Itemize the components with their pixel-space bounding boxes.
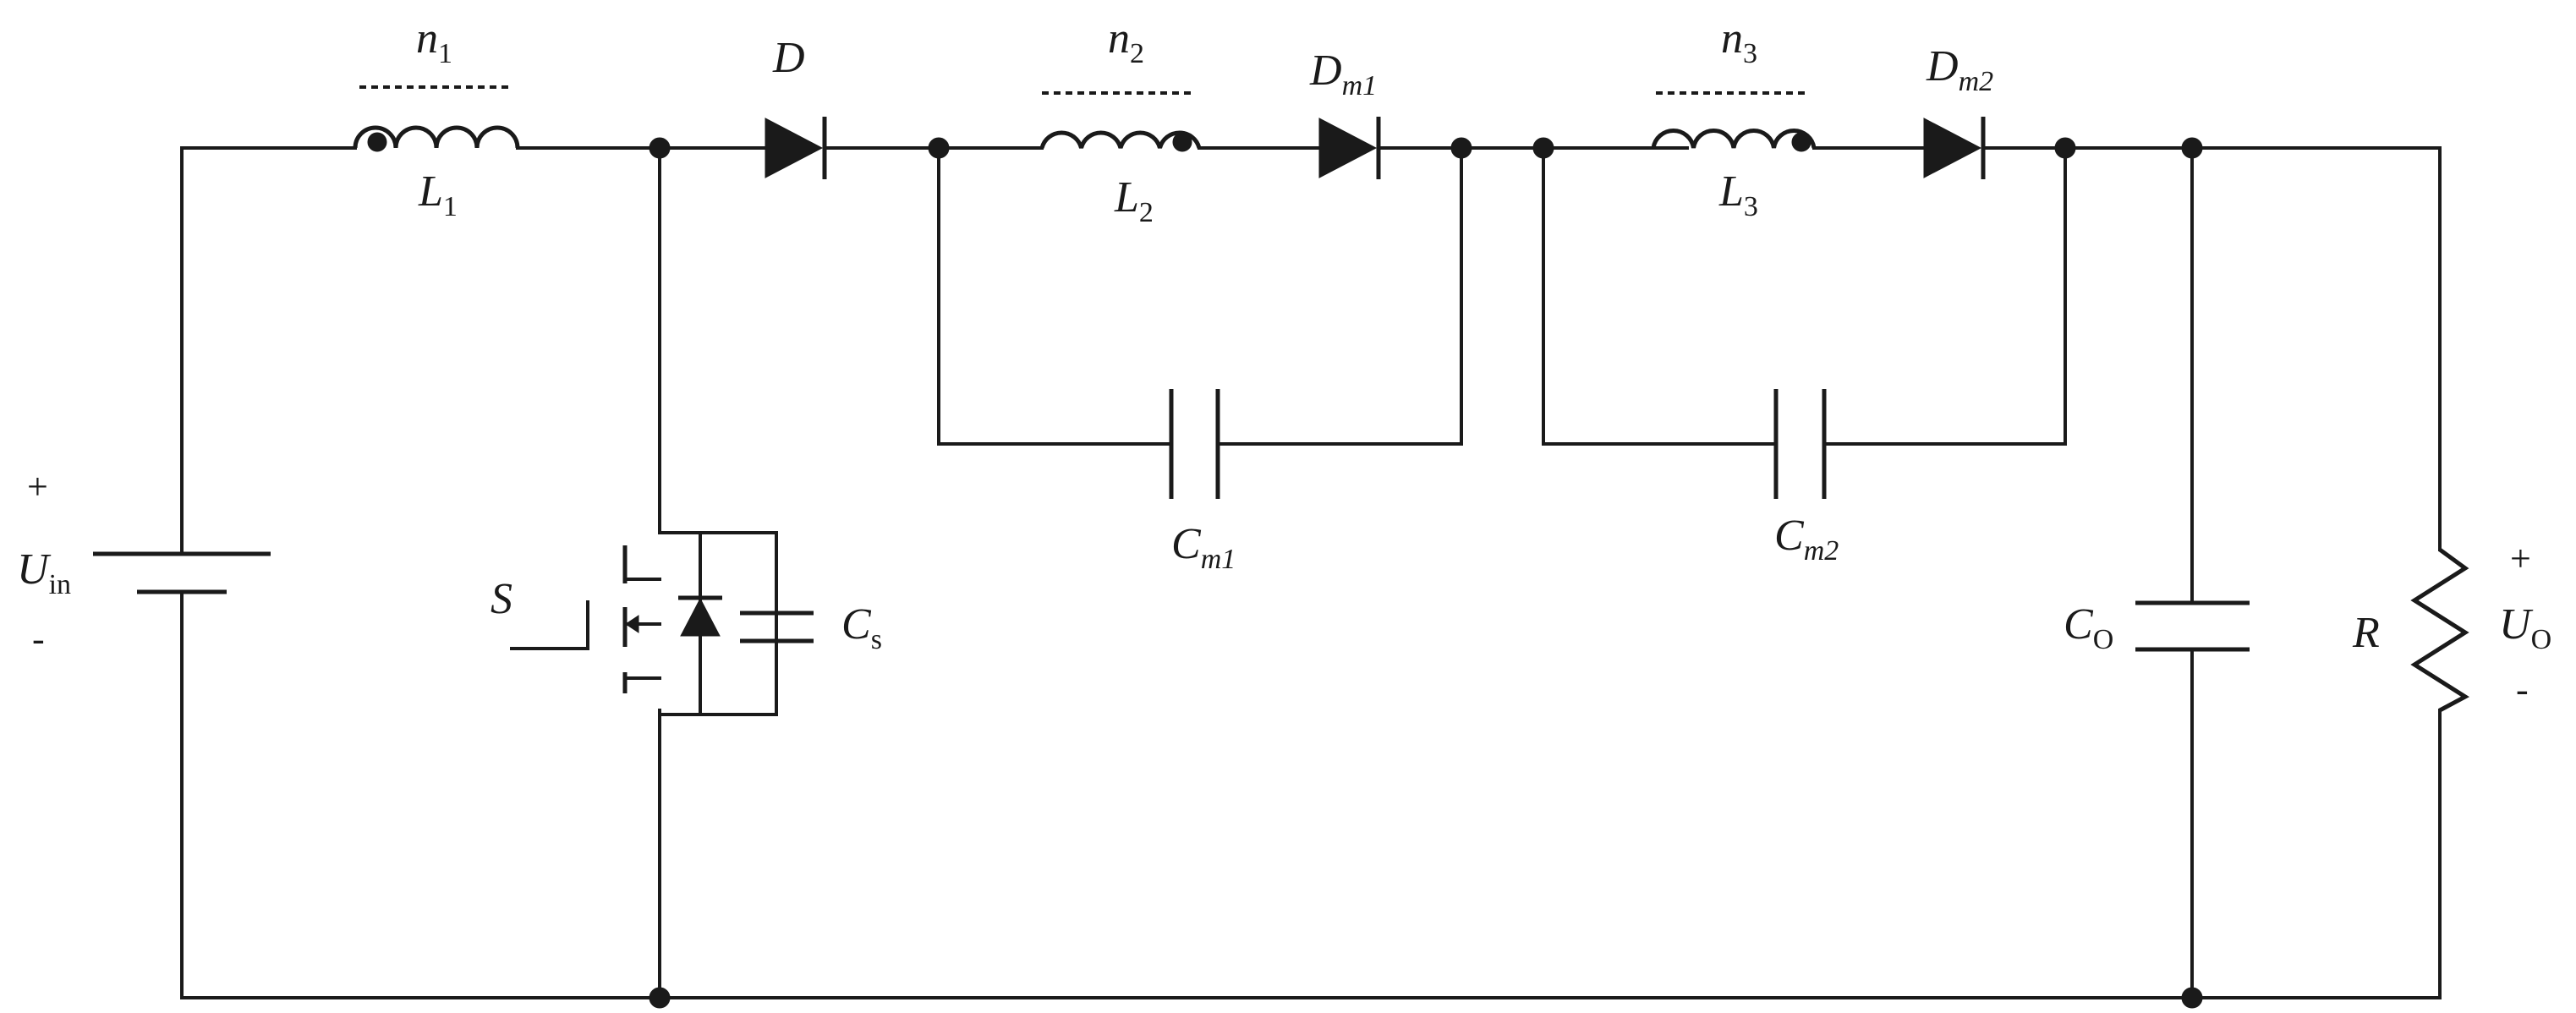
capacitor-Co (2135, 600, 2250, 652)
wires (180, 146, 2442, 999)
junction-dots (649, 137, 2203, 1009)
label-Uin: Uin (17, 545, 71, 600)
inductor-L3 (1651, 91, 1817, 152)
label-Cs: Cs (841, 600, 882, 655)
mosfet-S (510, 531, 814, 716)
label-L2: L2 (1114, 173, 1154, 228)
battery-Uin (93, 551, 271, 594)
inductor-L1 (353, 85, 520, 152)
label-n3: n3 (1721, 14, 1757, 69)
diode-Dm2 (1923, 117, 1986, 179)
diode-Dm1 (1318, 117, 1381, 179)
label-Dm2: Dm2 (1926, 42, 1993, 97)
label-D: D (772, 34, 805, 82)
capacitor-Cm2 (1773, 389, 1827, 499)
label-S: S (491, 575, 512, 623)
label-n1: n1 (416, 14, 452, 69)
label-Cm2: Cm2 (1774, 512, 1839, 567)
label-Uo-plus: + (2510, 538, 2531, 579)
diode-D (765, 117, 827, 179)
label-Co: CO (2064, 600, 2113, 655)
label-n2: n2 (1108, 14, 1144, 69)
label-L3: L3 (1718, 167, 1758, 222)
label-Uin-plus: + (27, 466, 48, 507)
label-Uo: UO (2499, 600, 2551, 655)
label-Uo-minus: - (2516, 669, 2529, 710)
label-R: R (2352, 609, 2380, 657)
resistor-R (2410, 547, 2469, 713)
capacitor-Cm1 (1169, 389, 1220, 499)
label-Dm1: Dm1 (1309, 47, 1377, 101)
label-L1: L1 (418, 167, 458, 222)
label-Cm1: Cm1 (1171, 520, 1236, 575)
label-Uin-minus: - (32, 618, 45, 660)
inductor-L2 (1039, 91, 1202, 152)
